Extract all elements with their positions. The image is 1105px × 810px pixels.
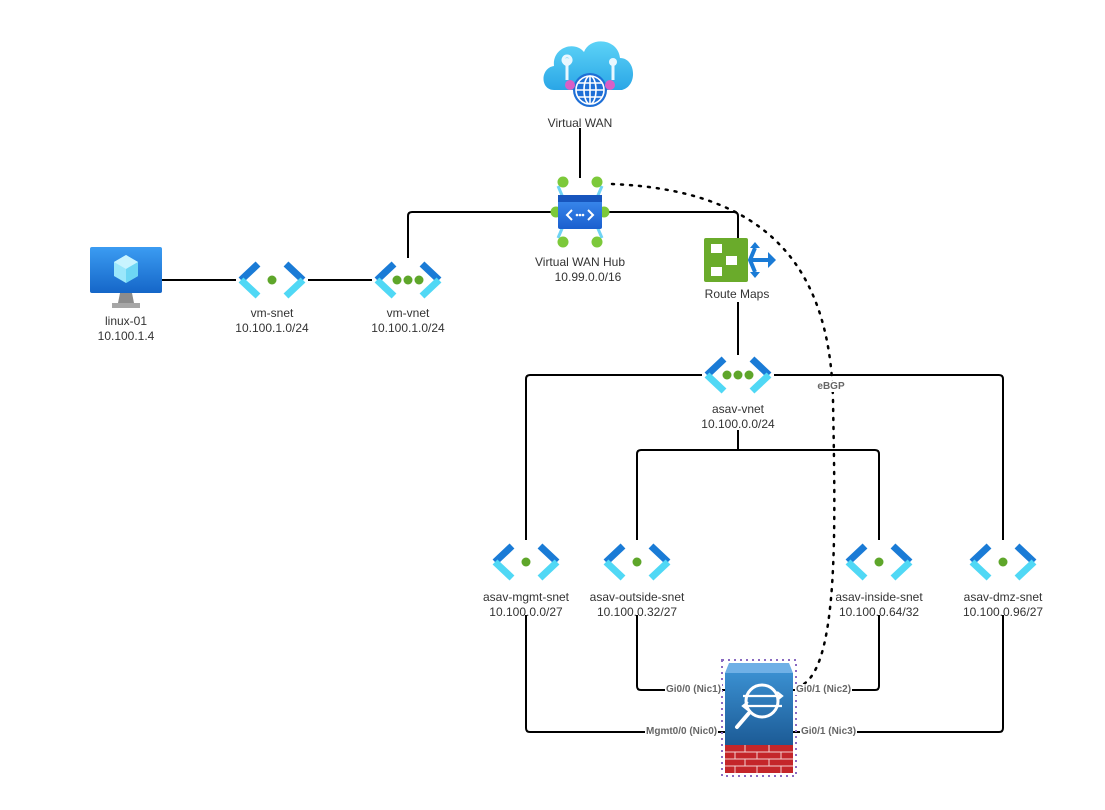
bracket-stroke bbox=[749, 372, 772, 394]
virtual-wan-label: Virtual WAN bbox=[547, 116, 613, 130]
dot bbox=[267, 275, 277, 285]
bracket-stroke bbox=[537, 559, 560, 581]
edge-asavnet-split-right bbox=[738, 449, 880, 540]
port-gi01-nic2-label: Gi0/1 (Nic2) bbox=[795, 684, 853, 695]
vm-snet-label: vm-snet bbox=[250, 306, 294, 320]
bracket-stroke bbox=[890, 543, 913, 565]
subnet-icon-dmz-snet[interactable] bbox=[967, 543, 1039, 581]
subnet-icon-inside-snet[interactable] bbox=[843, 543, 915, 581]
dmz-snet-cidr: 10.100.0.96/27 bbox=[962, 605, 1044, 619]
bracket-stroke bbox=[1014, 559, 1037, 581]
bracket-stroke bbox=[419, 261, 442, 283]
bracket-stroke bbox=[969, 559, 992, 581]
bracket-stroke bbox=[492, 559, 515, 581]
bracket-stroke bbox=[374, 277, 397, 299]
bracket-stroke bbox=[492, 543, 515, 565]
bracket-stroke bbox=[1014, 543, 1037, 565]
dot bbox=[744, 370, 754, 380]
bracket-stroke bbox=[374, 261, 397, 283]
bracket-stroke bbox=[238, 277, 261, 299]
subnet-icon-vm-snet[interactable] bbox=[236, 261, 308, 299]
wan-hub-cidr: 10.99.0.0/16 bbox=[554, 270, 622, 284]
edge-asavnet-split-left bbox=[636, 449, 738, 540]
vnet-icon-vm-vnet[interactable] bbox=[372, 261, 444, 299]
edge-asavnet-right bbox=[772, 374, 1004, 540]
outside-snet-cidr: 10.100.0.32/27 bbox=[596, 605, 678, 619]
edge-mgmt-to-asav bbox=[525, 615, 726, 733]
bracket-stroke bbox=[419, 277, 442, 299]
vm-vnet-cidr: 10.100.1.0/24 bbox=[371, 321, 445, 335]
vm-vnet-label: vm-vnet bbox=[386, 306, 430, 320]
bracket-stroke bbox=[890, 559, 913, 581]
vnet-icon-asav-vnet[interactable] bbox=[702, 356, 774, 394]
outside-snet-label: asav-outside-snet bbox=[589, 590, 685, 604]
bracket-stroke bbox=[704, 372, 727, 394]
dot bbox=[632, 557, 642, 567]
inside-snet-cidr: 10.100.0.64/32 bbox=[838, 605, 920, 619]
bracket-stroke bbox=[537, 543, 560, 565]
connectors bbox=[162, 128, 1004, 733]
bracket-stroke bbox=[969, 543, 992, 565]
dmz-snet-label: asav-dmz-snet bbox=[963, 590, 1043, 604]
edge-hub-to-vmvnet bbox=[407, 211, 557, 258]
mgmt-snet-label: asav-mgmt-snet bbox=[482, 590, 570, 604]
bracket-stroke bbox=[603, 543, 626, 565]
port-gi01-nic3-label: Gi0/1 (Nic3) bbox=[800, 726, 858, 737]
subnet-icon-mgmt-snet[interactable] bbox=[490, 543, 562, 581]
dot bbox=[874, 557, 884, 567]
edge-inside-to-asav bbox=[792, 615, 880, 691]
wan-hub-label: Virtual WAN Hub bbox=[534, 255, 626, 269]
dot bbox=[998, 557, 1008, 567]
bracket-stroke bbox=[283, 277, 306, 299]
bracket-stroke bbox=[648, 543, 671, 565]
route-maps-icon[interactable] bbox=[704, 238, 776, 282]
route-maps-label: Route Maps bbox=[704, 287, 770, 301]
port-gi00-label: Gi0/0 (Nic1) bbox=[665, 684, 723, 695]
mgmt-snet-cidr: 10.100.0.0/27 bbox=[489, 605, 563, 619]
cloud-globe-icon[interactable] bbox=[543, 41, 634, 107]
dot bbox=[392, 275, 402, 285]
vm-snet-cidr: 10.100.1.0/24 bbox=[235, 321, 309, 335]
bracket-stroke bbox=[704, 356, 727, 378]
inside-snet-label: asav-inside-snet bbox=[835, 590, 923, 604]
bracket-stroke bbox=[283, 261, 306, 283]
edge-dmz-to-asav bbox=[792, 615, 1004, 733]
dot bbox=[722, 370, 732, 380]
linux-vm-ip: 10.100.1.4 bbox=[97, 329, 155, 343]
asav-vnet-label: asav-vnet bbox=[711, 402, 765, 416]
edge-outside-to-asav bbox=[636, 615, 726, 691]
edge-asavnet-left bbox=[525, 374, 705, 540]
virtual-wan-hub-icon[interactable] bbox=[550, 176, 610, 248]
bracket-stroke bbox=[845, 543, 868, 565]
bracket-stroke bbox=[648, 559, 671, 581]
edge-bgp-dotted bbox=[610, 182, 836, 688]
firewall-asa-icon[interactable] bbox=[721, 659, 797, 777]
dot bbox=[403, 275, 413, 285]
dot bbox=[733, 370, 743, 380]
ebgp-label: eBGP bbox=[815, 381, 847, 392]
port-mgmt-label: Mgmt0/0 (Nic0) bbox=[645, 726, 719, 737]
subnet-icon-outside-snet[interactable] bbox=[601, 543, 673, 581]
bracket-stroke bbox=[238, 261, 261, 283]
bracket-stroke bbox=[749, 356, 772, 378]
asav-vnet-cidr: 10.100.0.0/24 bbox=[701, 417, 775, 431]
bracket-stroke bbox=[845, 559, 868, 581]
bracket-stroke bbox=[603, 559, 626, 581]
dot bbox=[521, 557, 531, 567]
virtual-machine-icon[interactable] bbox=[90, 247, 162, 308]
linux-vm-label: linux-01 bbox=[104, 314, 148, 328]
dot bbox=[414, 275, 424, 285]
